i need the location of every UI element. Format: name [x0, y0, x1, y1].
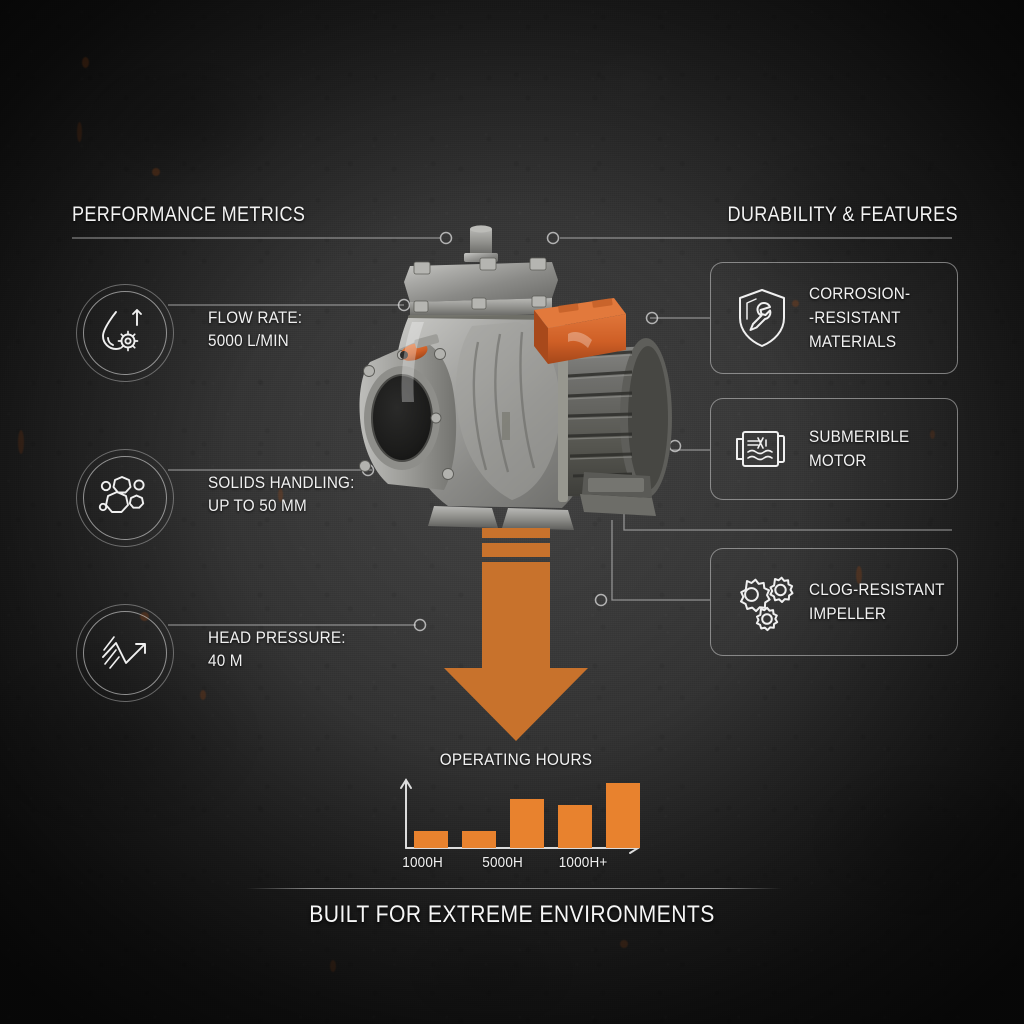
pump-top-flange [404, 257, 558, 324]
metric-text-solids: SOLIDS HANDLING: UP TO 50 MM [208, 471, 355, 517]
pump-orange-plug [400, 334, 440, 361]
chart-bar [510, 799, 544, 848]
downward-flow-arrow [444, 528, 588, 741]
solids-particles-icon [98, 476, 145, 513]
metric-label: FLOW RATE: [208, 308, 303, 327]
arrow-segment [482, 528, 550, 538]
footer-tagline: BUILT FOR EXTREME ENVIRONMENTS [309, 901, 715, 928]
metric-ring-outer [76, 604, 174, 702]
chart-y-arrowhead [400, 778, 412, 789]
chart-bar [606, 783, 640, 848]
feature-text-submersible: SUBMERIBLE MOTOR [809, 425, 909, 473]
metric-ring-outer [76, 449, 174, 547]
section-header-performance: PERFORMANCE METRICS [72, 203, 306, 226]
metric-label: HEAD PRESSURE: [208, 628, 346, 647]
feature-line: CORROSION- [809, 284, 911, 303]
feature-line: MATERIALS [809, 332, 897, 351]
metric-ring-outer [76, 284, 174, 382]
feature-card-corrosion-resistant[interactable]: CORROSION- -RESISTANT MATERIALS [710, 262, 958, 374]
feature-line: IMPELLER [809, 604, 887, 623]
pump-motor-housing [558, 326, 672, 502]
pump-suction-flange [359, 334, 457, 490]
pressure-trend-arrow-icon [102, 636, 146, 669]
metric-value: 40 M [208, 651, 243, 670]
metric-value: 5000 L/MIN [208, 331, 289, 350]
footer-divider [246, 888, 782, 889]
chart-bars [406, 776, 640, 848]
chart-bar [462, 831, 496, 848]
feature-text-impeller: CLOG-RESISTANT IMPELLER [809, 578, 945, 626]
feature-card-submersible-motor[interactable]: SUBMERIBLE MOTOR [710, 398, 958, 500]
metric-ring-inner [83, 611, 167, 695]
feature-line: SUBMERIBLE [809, 427, 910, 446]
metric-ring-inner [83, 456, 167, 540]
metric-ring-inner [83, 291, 167, 375]
operating-hours-chart: OPERATING HOURS 1000H 5000H 1000H+ [380, 750, 652, 885]
chart-title: OPERATING HOURS [439, 750, 593, 769]
section-header-durability: DURABILITY & FEATURES [727, 203, 958, 226]
pump-terminal-box [534, 298, 626, 364]
chart-xtick-label: 5000H [482, 854, 523, 871]
gear-medium [769, 576, 794, 603]
feature-text-corrosion: CORROSION- -RESISTANT MATERIALS [809, 282, 910, 354]
pump-base-feet [428, 472, 656, 530]
chart-bar [558, 805, 592, 848]
metric-text-flow-rate: FLOW RATE: 5000 L/MIN [208, 306, 302, 352]
gear-small [755, 606, 779, 632]
submersible-motor-icon [736, 431, 785, 467]
feature-line: -RESISTANT [809, 308, 901, 327]
metric-label: SOLIDS HANDLING: [208, 473, 355, 492]
pump-outlet-stack [464, 225, 498, 262]
gears-impeller-icon [740, 576, 794, 632]
feature-line: CLOG-RESISTANT [809, 580, 945, 599]
arrow-head-shaft [444, 562, 588, 741]
arrow-segment [482, 543, 550, 557]
gear-large [740, 578, 771, 613]
water-droplet-gear-icon [102, 309, 142, 352]
feature-line: MOTOR [809, 451, 867, 470]
chart-bar [414, 831, 448, 848]
chart-xtick-label: 1000H+ [558, 854, 608, 871]
chart-xtick-label: 1000H [402, 854, 443, 871]
metric-value: UP TO 50 MM [208, 496, 307, 515]
metric-text-head-pressure: HEAD PRESSURE: 40 M [208, 626, 346, 672]
feature-card-clog-resistant-impeller[interactable]: CLOG-RESISTANT IMPELLER [710, 548, 958, 656]
centrifugal-pump-image [359, 225, 672, 530]
shield-wrench-icon [739, 289, 785, 347]
